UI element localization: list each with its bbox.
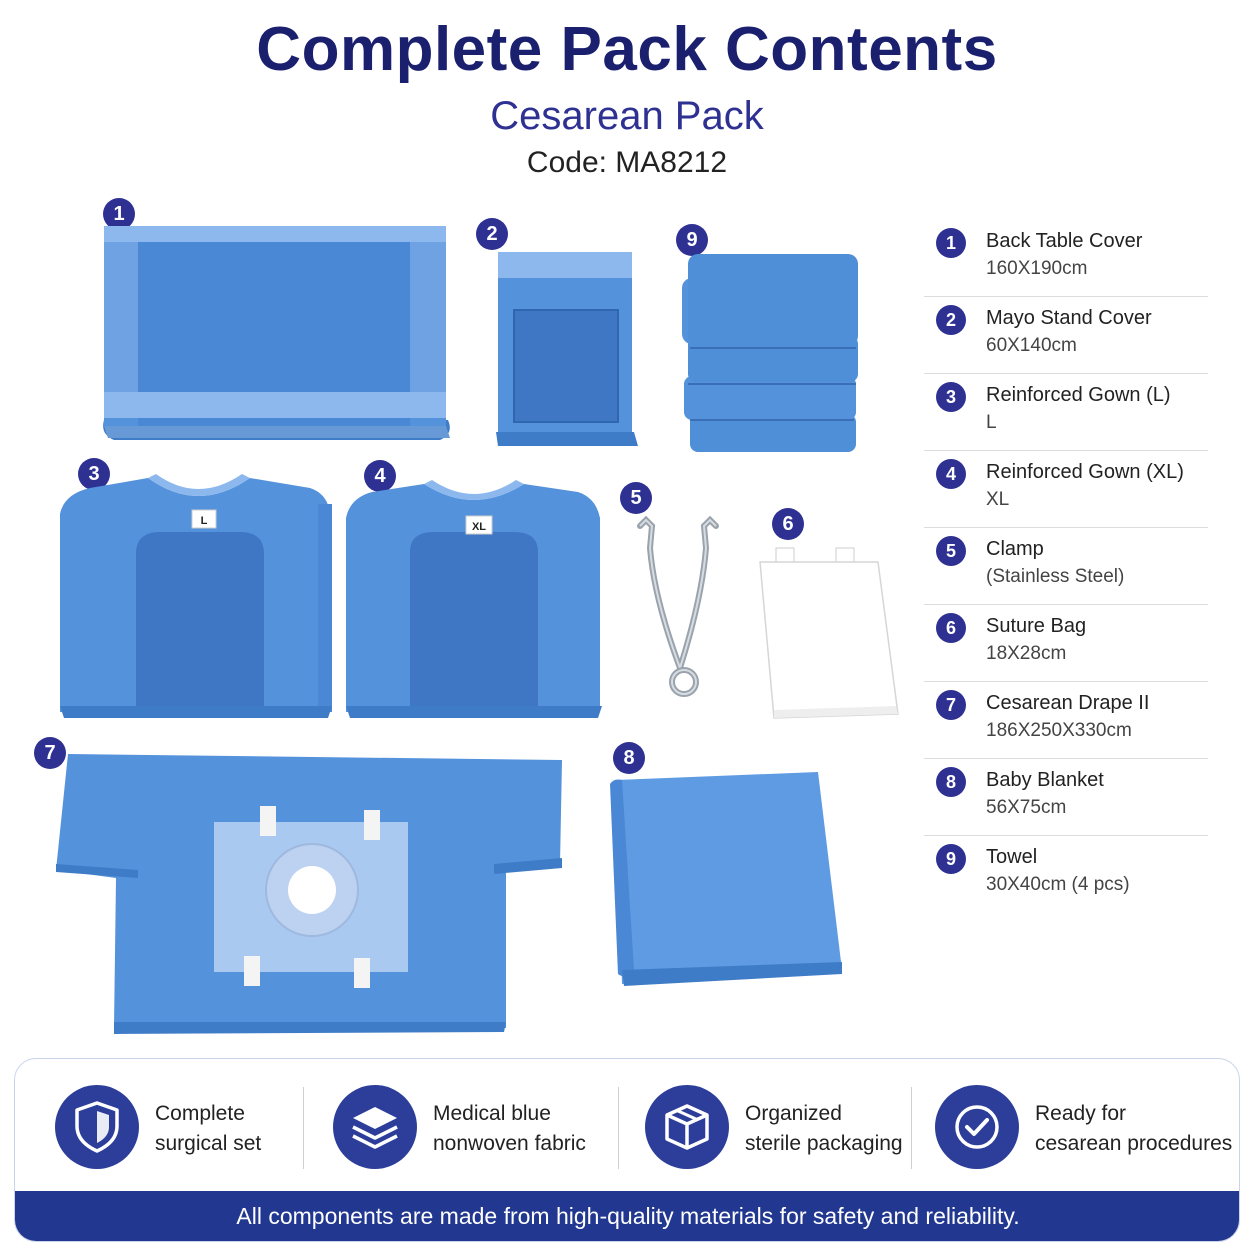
legend-item: 3 Reinforced Gown (L) L bbox=[924, 374, 1208, 451]
legend-item-name: Towel bbox=[986, 846, 1038, 868]
cesarean-drape-image bbox=[56, 754, 562, 1034]
legend-number: 1 bbox=[936, 228, 966, 258]
legend-item-detail: (Stainless Steel) bbox=[986, 566, 1125, 587]
feature-line-1: Organized bbox=[745, 1102, 842, 1125]
legend-item: 2 Mayo Stand Cover 60X140cm bbox=[924, 297, 1208, 374]
check-circle-icon bbox=[935, 1085, 1019, 1169]
back-table-cover-image bbox=[103, 226, 450, 440]
legend-number: 3 bbox=[936, 382, 966, 412]
legend-item: 8 Baby Blanket 56X75cm bbox=[924, 759, 1208, 836]
feature-line-2: nonwoven fabric bbox=[433, 1132, 586, 1155]
legend-number: 4 bbox=[936, 459, 966, 489]
legend-item-name: Baby Blanket bbox=[986, 769, 1104, 791]
item-badge-7: 7 bbox=[34, 737, 66, 769]
layers-icon bbox=[333, 1085, 417, 1169]
item-badge-6: 6 bbox=[772, 508, 804, 540]
gown-l-image: L bbox=[60, 474, 332, 718]
feature-divider bbox=[303, 1087, 304, 1169]
legend-item-detail: L bbox=[986, 412, 997, 433]
feature-divider bbox=[911, 1087, 912, 1169]
legend-item-detail: XL bbox=[986, 489, 1010, 510]
item-badge-9: 9 bbox=[676, 224, 708, 256]
pack-name: Cesarean Pack bbox=[490, 94, 764, 138]
legend-item: 7 Cesarean Drape II 186X250X330cm bbox=[924, 682, 1208, 759]
item-badge-2: 2 bbox=[476, 218, 508, 250]
item-badge-4: 4 bbox=[364, 460, 396, 492]
feature-divider bbox=[618, 1087, 619, 1169]
item-badge-1: 1 bbox=[103, 198, 135, 230]
legend-item: 9 Towel 30X40cm (4 pcs) bbox=[924, 836, 1208, 913]
item-badge-8: 8 bbox=[613, 742, 645, 774]
clamp-image bbox=[637, 515, 719, 697]
page-title: Complete Pack Contents bbox=[256, 15, 998, 84]
item-badge-5: 5 bbox=[620, 482, 652, 514]
legend-item-detail: 160X190cm bbox=[986, 258, 1088, 279]
legend-item-detail: 56X75cm bbox=[986, 797, 1067, 818]
contents-legend: 1 Back Table Cover 160X190cm 2 Mayo Stan… bbox=[924, 220, 1208, 913]
gown-size-tag-xl: XL bbox=[472, 521, 486, 533]
pack-code: Code: MA8212 bbox=[526, 146, 728, 179]
feature-line-1: Complete bbox=[155, 1102, 245, 1125]
feature-line-1: Ready for bbox=[1035, 1102, 1127, 1125]
legend-item-name: Reinforced Gown (L) bbox=[986, 384, 1171, 406]
gown-size-tag-l: L bbox=[201, 515, 208, 527]
features-panel: Complete surgical set Medical blue nonwo… bbox=[14, 1058, 1240, 1242]
feature-line-2: surgical set bbox=[155, 1132, 262, 1155]
legend-number: 6 bbox=[936, 613, 966, 643]
towel-stack-image bbox=[682, 254, 858, 452]
legend-item-name: Clamp bbox=[986, 538, 1044, 560]
legend-item: 1 Back Table Cover 160X190cm bbox=[924, 220, 1208, 297]
suture-bag-image bbox=[759, 547, 899, 719]
legend-item-name: Reinforced Gown (XL) bbox=[986, 461, 1184, 483]
legend-item: 4 Reinforced Gown (XL) XL bbox=[924, 451, 1208, 528]
footer-banner: All components are made from high-qualit… bbox=[15, 1191, 1239, 1241]
legend-item-detail: 186X250X330cm bbox=[986, 720, 1132, 741]
feature-line-1: Medical blue bbox=[433, 1102, 551, 1125]
legend-item-detail: 30X40cm (4 pcs) bbox=[986, 874, 1130, 895]
legend-number: 7 bbox=[936, 690, 966, 720]
legend-number: 8 bbox=[936, 767, 966, 797]
legend-item: 6 Suture Bag 18X28cm bbox=[924, 605, 1208, 682]
item-badge-3: 3 bbox=[78, 458, 110, 490]
feature-line-2: sterile packaging bbox=[745, 1132, 903, 1155]
legend-item-detail: 18X28cm bbox=[986, 643, 1067, 664]
legend-item-name: Cesarean Drape II bbox=[986, 692, 1150, 714]
legend-number: 9 bbox=[936, 844, 966, 874]
gown-xl-image: XL bbox=[346, 480, 602, 718]
legend-number: 5 bbox=[936, 536, 966, 566]
baby-blanket-image bbox=[610, 772, 842, 986]
box-icon bbox=[645, 1085, 729, 1169]
legend-number: 2 bbox=[936, 305, 966, 335]
legend-item-name: Suture Bag bbox=[986, 615, 1087, 637]
shield-icon bbox=[55, 1085, 139, 1169]
legend-item-name: Back Table Cover bbox=[986, 230, 1143, 252]
legend-item: 5 Clamp (Stainless Steel) bbox=[924, 528, 1208, 605]
legend-item-detail: 60X140cm bbox=[986, 335, 1077, 356]
feature-line-2: cesarean procedures bbox=[1035, 1132, 1233, 1155]
legend-item-name: Mayo Stand Cover bbox=[986, 307, 1152, 329]
mayo-stand-cover-image bbox=[496, 252, 638, 446]
